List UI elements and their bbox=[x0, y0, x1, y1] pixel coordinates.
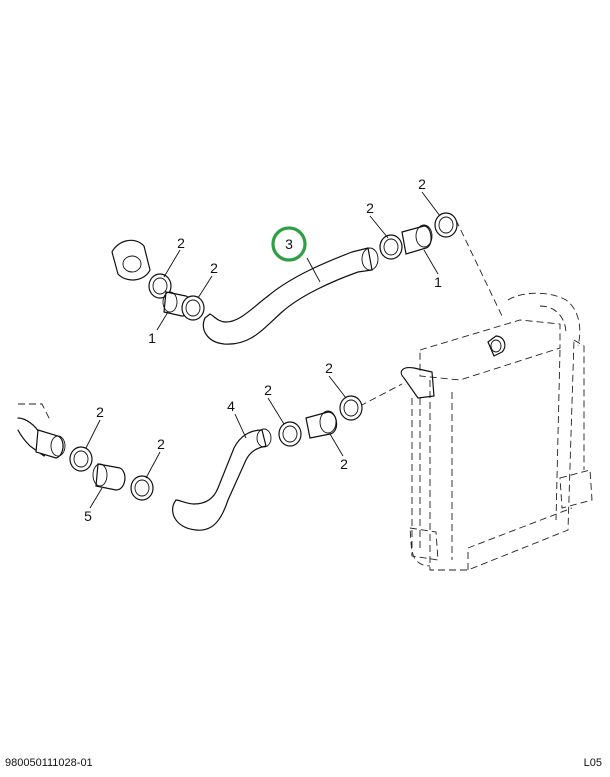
lower-mid-clamp bbox=[278, 421, 302, 447]
upper-right-clamp-2 bbox=[434, 212, 458, 238]
lower-left-coupling bbox=[92, 463, 126, 491]
upper-right-coupling bbox=[401, 224, 433, 255]
leader-lines bbox=[85, 191, 441, 509]
upper-right-clamp bbox=[379, 234, 403, 260]
highlight-circle bbox=[271, 226, 307, 262]
lower-left-clamp bbox=[69, 446, 93, 472]
lower-outlet-stub bbox=[17, 403, 66, 459]
callout-1-upper-right: 1 bbox=[434, 274, 442, 290]
part-number: 980050111028-01 bbox=[5, 757, 93, 769]
upper-radiator-hose bbox=[202, 247, 379, 345]
callout-2-lower-left: 2 bbox=[96, 404, 104, 420]
callout-2-lower-right: 2 bbox=[325, 360, 333, 376]
callout-1-upper-left: 1 bbox=[148, 330, 156, 346]
callout-2-upper-right-b: 2 bbox=[418, 176, 426, 192]
lower-left-clamp-2 bbox=[130, 475, 154, 501]
callout-5-lower-right: 2 bbox=[340, 456, 348, 472]
upper-outlet-stub bbox=[111, 239, 151, 281]
callout-4: 4 bbox=[227, 398, 235, 414]
radiator-assembly bbox=[400, 292, 593, 571]
callout-2-upper-left-b: 2 bbox=[210, 260, 218, 276]
upper-left-clamp-2 bbox=[181, 295, 205, 321]
lower-radiator-hose bbox=[172, 428, 272, 531]
callout-2-upper-right: 2 bbox=[366, 200, 374, 216]
callout-2-upper-left: 2 bbox=[177, 235, 185, 251]
callout-2-lower-left-b: 2 bbox=[157, 436, 165, 452]
callout-3: 3 bbox=[285, 236, 293, 252]
sheet-code: L05 bbox=[583, 757, 602, 769]
lower-alignment-line bbox=[359, 383, 403, 407]
lower-right-coupling bbox=[305, 410, 338, 439]
callout-labels: 2 2 1 3 2 2 1 2 2 4 2 2 2 5 bbox=[84, 176, 442, 524]
callout-2-lower-mid: 2 bbox=[264, 382, 272, 398]
lower-right-clamp bbox=[339, 395, 363, 421]
upper-alignment-line bbox=[455, 219, 503, 317]
callout-5-lower-left: 5 bbox=[84, 508, 92, 524]
